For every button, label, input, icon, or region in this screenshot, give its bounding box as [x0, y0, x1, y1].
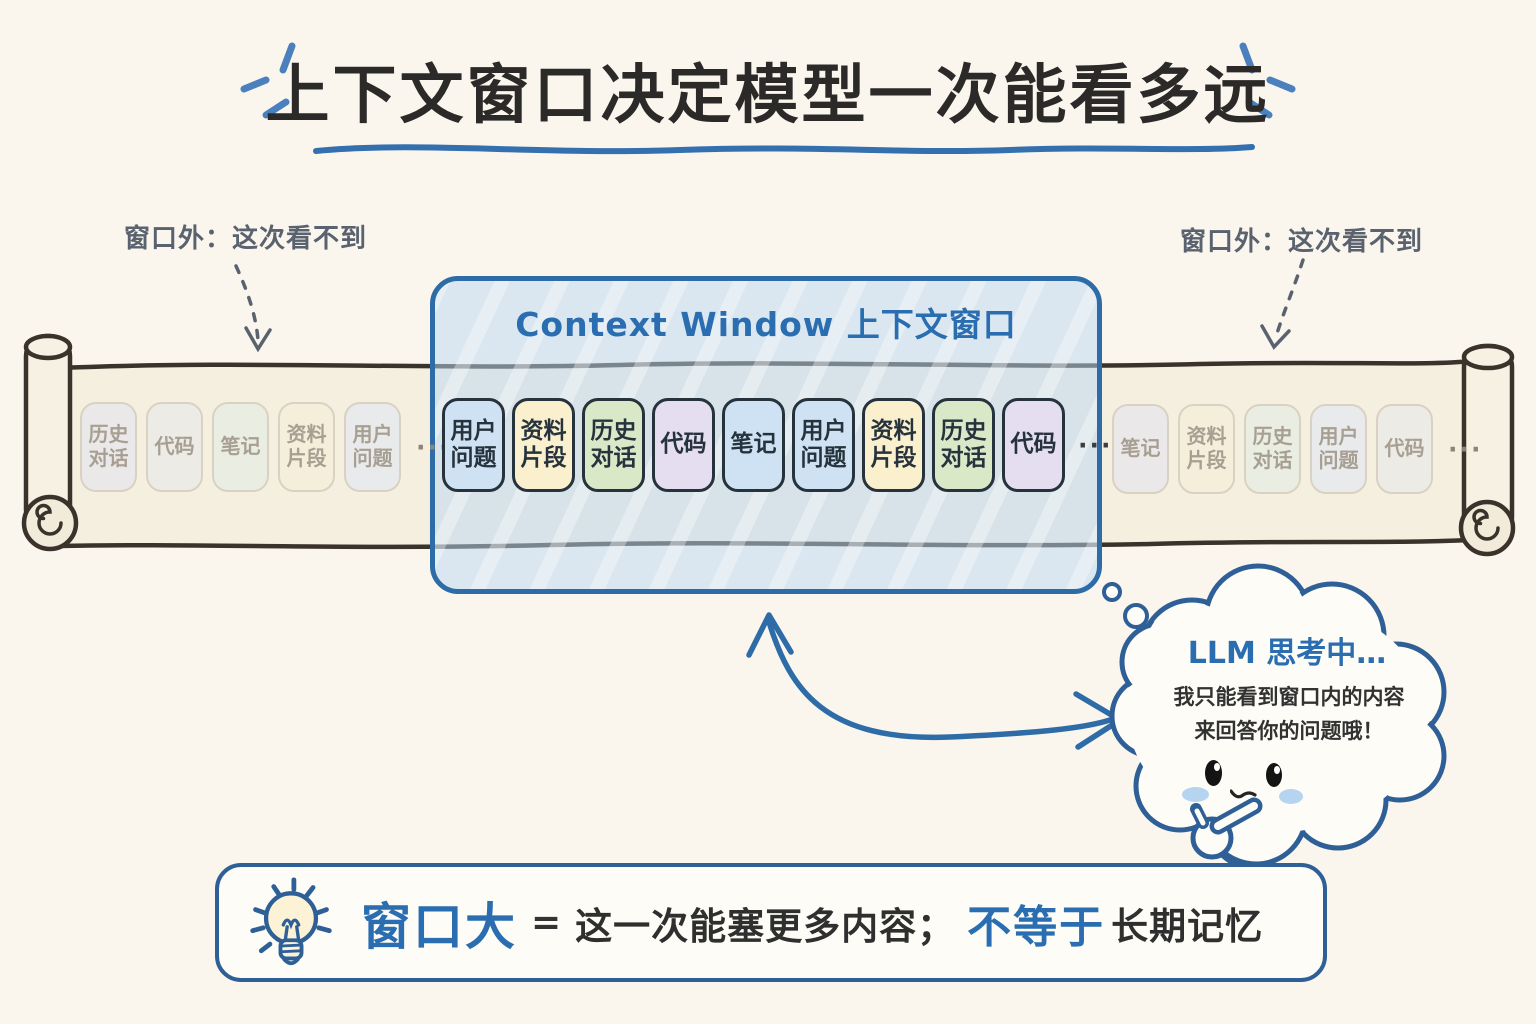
token-chip: 历史对话 — [80, 402, 137, 492]
thought-cloud — [1109, 563, 1447, 867]
llm-face-blush-left — [1182, 787, 1209, 802]
context-window-token-row: 用户问题 资料片段 历史对话 代码 笔记 用户问题 资料片段 历史对话 代码 ·… — [442, 398, 1113, 492]
dashed-arrow-right — [1260, 258, 1305, 350]
llm-hand — [1190, 797, 1263, 871]
page-title: 上下文窗口决定模型一次能看多远 — [265, 59, 1271, 133]
outside-label-right: 窗口外：这次看不到 — [1180, 227, 1424, 257]
token-chip: 用户问题 — [1310, 404, 1367, 494]
scroll-right-token-row: 笔记 资料片段 历史对话 用户问题 代码 ··· — [1112, 404, 1483, 494]
tip-highlight-big-window: 窗口大 — [361, 897, 517, 956]
context-window-title: Context Window 上下文窗口 — [515, 305, 1017, 344]
token-chip: 代码 — [1002, 398, 1065, 492]
llm-face-eye-right — [1266, 763, 1282, 787]
token-chip: 资料片段 — [278, 402, 335, 492]
token-chip: 代码 — [146, 402, 203, 492]
token-chip: 用户问题 — [792, 398, 855, 492]
llm-face-blush-right — [1279, 789, 1303, 804]
token-chip: 资料片段 — [1178, 404, 1235, 494]
token-chip: 用户问题 — [442, 398, 505, 492]
outside-label-left: 窗口外：这次看不到 — [124, 224, 368, 254]
lightbulb-icon — [250, 876, 332, 965]
token-chip: 笔记 — [1112, 404, 1169, 494]
token-chip: 历史对话 — [932, 398, 995, 492]
llm-cloud-title: LLM 思考中… — [1187, 636, 1387, 671]
token-chip: 历史对话 — [1244, 404, 1301, 494]
title-underline — [313, 144, 1255, 155]
llm-face-mouth — [1230, 789, 1257, 799]
title-spark-right-icon — [1239, 42, 1296, 119]
tip-long-term-memory-text: 长期记忆 — [1111, 904, 1264, 948]
token-ellipsis: ··· — [1448, 434, 1483, 464]
thought-dots — [1102, 582, 1169, 649]
llm-cloud-line-2: 来回答你的问题哦！ — [1194, 719, 1384, 743]
token-chip: 代码 — [1376, 404, 1433, 494]
tip-fits-more-text: 这一次能塞更多内容； — [575, 904, 956, 948]
scroll-roll-right — [1458, 343, 1516, 557]
token-chip: 资料片段 — [862, 398, 925, 492]
title-spark-left-icon — [240, 42, 296, 119]
token-chip: 笔记 — [722, 398, 785, 492]
scroll-left-token-row: 历史对话 代码 笔记 资料片段 用户问题 ··· — [80, 402, 451, 492]
token-chip: 历史对话 — [582, 398, 645, 492]
token-chip: 笔记 — [212, 402, 269, 492]
tip-text: 窗口大 = 这一次能塞更多内容； 不等于 长期记忆 — [361, 887, 1263, 959]
curved-arrow — [746, 612, 1123, 750]
token-ellipsis: ··· — [1078, 430, 1113, 460]
llm-face-eye-left — [1205, 760, 1222, 786]
tip-box: 窗口大 = 这一次能塞更多内容； 不等于 长期记忆 — [215, 863, 1327, 982]
dashed-arrow-left — [234, 264, 272, 353]
token-chip: 用户问题 — [344, 402, 401, 492]
tip-equals-sign: = — [531, 902, 562, 943]
token-chip: 资料片段 — [512, 398, 575, 492]
token-chip: 代码 — [652, 398, 715, 492]
llm-cloud-line-1: 我只能看到窗口内的内容 — [1173, 685, 1405, 709]
tip-highlight-not-equal: 不等于 — [967, 901, 1106, 953]
scroll-roll-left — [21, 333, 79, 552]
